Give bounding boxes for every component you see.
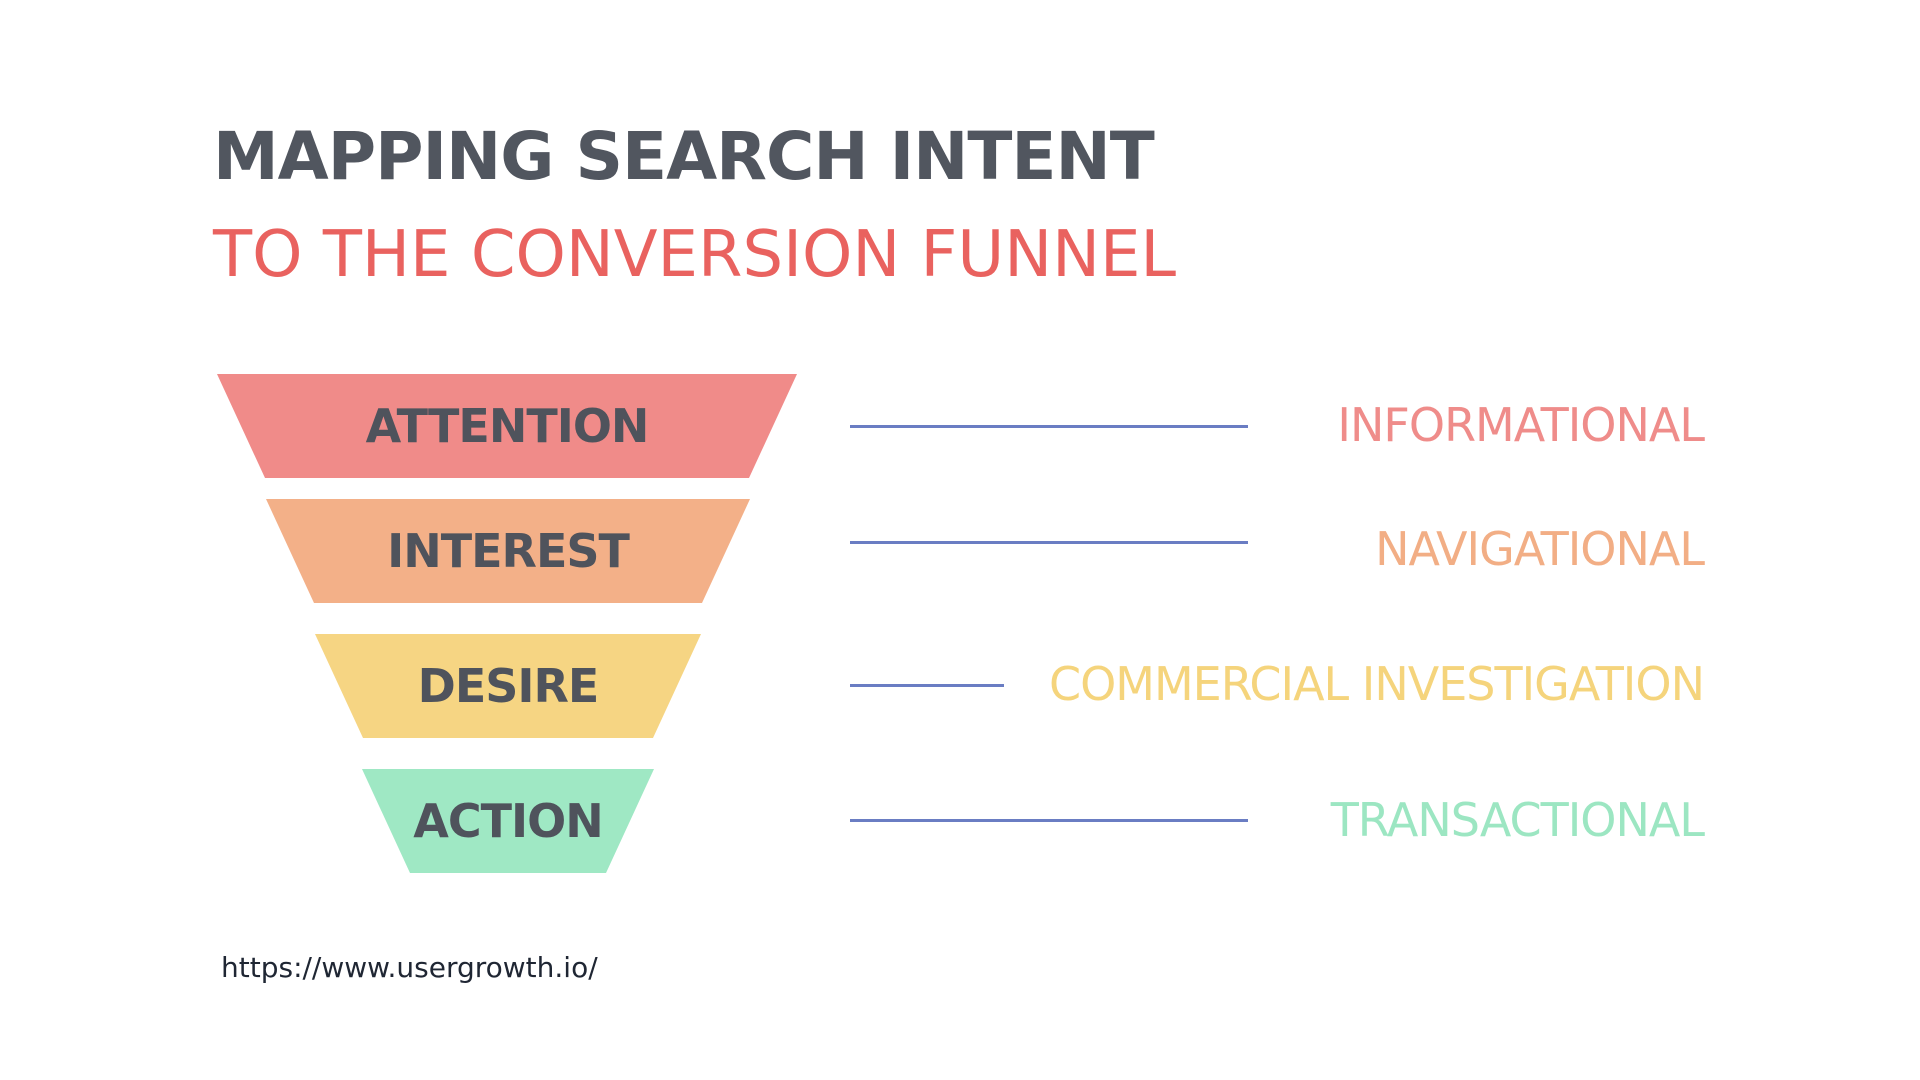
intent-commercial-investigation: COMMERCIAL INVESTIGATION xyxy=(1048,657,1705,711)
page-title: MAPPING SEARCH INTENT xyxy=(213,118,1155,195)
page-subtitle: TO THE CONVERSION FUNNEL xyxy=(213,218,1177,292)
funnel-stage-interest: INTEREST xyxy=(266,499,750,603)
connector-line xyxy=(850,684,1004,687)
funnel-stage-action: ACTION xyxy=(362,769,654,873)
connector-line xyxy=(850,425,1248,428)
funnel-stage-attention: ATTENTION xyxy=(217,374,797,478)
funnel-stage-label: INTEREST xyxy=(387,524,630,578)
funnel-stage-shape xyxy=(362,769,654,873)
intent-transactional: TRANSACTIONAL xyxy=(1330,793,1705,847)
funnel-stage-label: ACTION xyxy=(413,794,603,848)
funnel-stage-shape xyxy=(315,634,701,738)
source-url: https://www.usergrowth.io/ xyxy=(221,951,598,984)
intent-navigational: NAVIGATIONAL xyxy=(1375,522,1705,576)
connector-line xyxy=(850,819,1248,822)
funnel-stage-desire: DESIRE xyxy=(315,634,701,738)
funnel-stage-label: DESIRE xyxy=(417,659,600,713)
funnel-stage-shape xyxy=(266,499,750,603)
funnel-stage-label: ATTENTION xyxy=(365,399,650,453)
connector-line xyxy=(850,541,1248,544)
intent-informational: INFORMATIONAL xyxy=(1337,398,1705,452)
funnel-stage-shape xyxy=(217,374,797,478)
